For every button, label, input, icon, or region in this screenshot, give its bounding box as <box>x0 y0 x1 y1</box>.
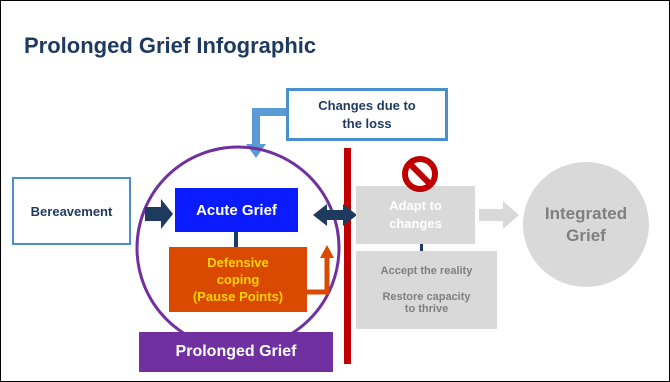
restore-label-line2: to thrive <box>404 303 449 315</box>
connector-line <box>234 232 238 247</box>
barrier-line <box>344 148 351 364</box>
bereavement-box: Bereavement <box>12 177 131 245</box>
down-arrow-icon <box>252 108 289 146</box>
changes-due-to-loss-box: Changes due to the loss <box>286 88 448 141</box>
up-arrow-head <box>320 245 334 258</box>
prohibited-icon <box>402 156 438 192</box>
accept-reality-label: Accept the reality <box>380 265 473 277</box>
defensive-coping-box: Defensive coping (Pause Points) <box>169 247 307 312</box>
adapt-label-line1: Adapt to <box>389 198 442 213</box>
double-arrow-icon <box>313 204 357 226</box>
restore-label-line1: Restore capacity <box>382 291 471 303</box>
right-arrow-icon <box>145 199 173 229</box>
prolonged-grief-label: Prolonged Grief <box>175 343 297 360</box>
defensive-label-line3: (Pause Points) <box>192 289 284 304</box>
integrated-label-line2: Grief <box>566 225 606 245</box>
adapt-to-changes-box: Adapt to changes <box>356 186 475 244</box>
changes-label-line2: the loss <box>342 115 392 131</box>
gray-right-arrow-icon <box>479 201 519 229</box>
up-arrow-icon <box>307 256 330 295</box>
page-title: Prolonged Grief Infographic <box>24 33 317 58</box>
adapt-label-line2: changes <box>389 216 442 231</box>
defensive-label-line1: Defensive <box>207 255 269 270</box>
integrated-grief-circle: Integrated Grief <box>523 162 649 287</box>
connector-line-adapt <box>420 244 423 252</box>
accept-restore-box: Accept the reality Restore capacity to t… <box>356 251 497 329</box>
defensive-label-line2: coping <box>216 272 260 287</box>
integrated-label-line1: Integrated <box>544 203 628 223</box>
changes-label-line1: Changes due to <box>318 97 416 113</box>
bereavement-label: Bereavement <box>30 203 113 219</box>
prolonged-grief-box: Prolonged Grief <box>139 332 333 372</box>
acute-grief-label: Acute Grief <box>196 201 277 219</box>
acute-grief-box: Acute Grief <box>175 188 298 232</box>
